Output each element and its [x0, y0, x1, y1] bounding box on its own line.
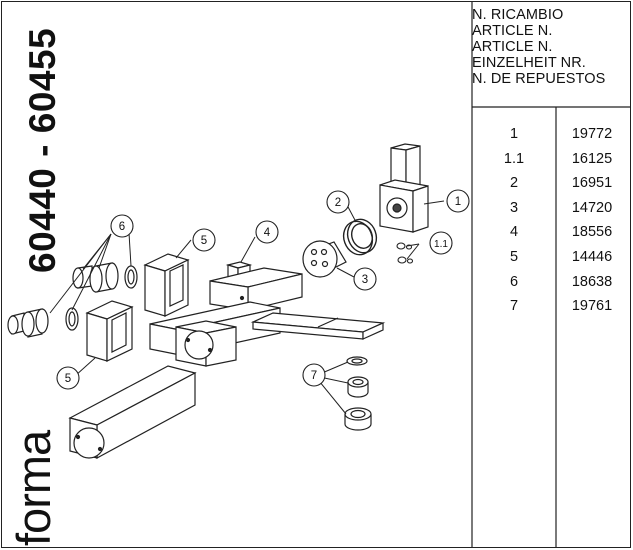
part-number: 6 — [509, 273, 519, 290]
header-line: N. RICAMBIO — [472, 7, 564, 23]
callout-label-7: 7 — [311, 370, 317, 382]
part-1-1-screws — [396, 242, 414, 264]
part-code: 16125 — [571, 150, 613, 167]
part-code: 14720 — [571, 199, 613, 216]
parts-table-header: N. RICAMBIO ARTICLE N. ARTICLE N. EINZEL… — [472, 7, 605, 87]
callout-3 — [353, 267, 377, 291]
part-2-ring — [342, 218, 378, 256]
part-6-fittings-lower — [7, 307, 79, 338]
main-body — [149, 267, 303, 367]
parts-row: 6 18638 — [472, 270, 628, 295]
part-7-aerator — [344, 356, 372, 431]
part-3-cartridge — [302, 240, 347, 278]
parts-row: 4 18556 — [472, 220, 628, 245]
part-number: 2 — [509, 175, 519, 192]
callout-label-6: 6 — [119, 221, 125, 233]
callout-1-1 — [429, 231, 453, 255]
part-number: 4 — [509, 224, 519, 241]
header-line: N. DE REPUESTOS — [472, 71, 606, 87]
model-codes-title: 60440 - 60455 — [22, 27, 63, 273]
callout-label-3: 3 — [362, 274, 368, 286]
part-code: 14446 — [571, 248, 613, 265]
header-line: ARTICLE N. — [472, 39, 553, 55]
parts-row: 1.1 16125 — [472, 147, 628, 172]
part-number: 1 — [509, 126, 519, 142]
lower-body — [68, 365, 197, 460]
callout-label-4: 4 — [264, 227, 271, 239]
callout-5-lower — [56, 366, 80, 390]
spout — [250, 312, 386, 340]
callout-label-1-1: 1.1 — [434, 239, 448, 250]
parts-row: 1 19772 — [472, 122, 628, 147]
parts-row: 5 14446 — [472, 245, 628, 270]
callout-7 — [302, 363, 326, 387]
part-1-handle — [379, 143, 429, 233]
brand-logo-text: forma — [7, 430, 60, 546]
part-number: 1.1 — [503, 150, 525, 167]
parts-row: 7 19761 — [472, 294, 628, 319]
part-code: 18556 — [571, 224, 613, 241]
callout-4 — [255, 220, 279, 244]
part-code: 19761 — [571, 298, 613, 315]
part-number: 7 — [509, 298, 519, 315]
parts-row: 3 14720 — [472, 196, 628, 221]
part-code: 19772 — [571, 126, 613, 142]
callout-5-upper — [192, 228, 216, 252]
parts-row: 2 16951 — [472, 171, 628, 196]
callout-label-5-upper: 5 — [201, 235, 207, 247]
callout-label-2: 2 — [335, 197, 341, 209]
callout-1 — [446, 189, 470, 213]
parts-table: 1 19772 1.1 16125 2 16951 3 14720 4 1855… — [472, 122, 628, 319]
part-code: 18638 — [571, 273, 613, 290]
part-5-cover-upper — [143, 253, 190, 317]
callout-2 — [326, 190, 350, 214]
callout-label-5-lower: 5 — [65, 373, 71, 385]
part-number: 3 — [509, 199, 519, 216]
header-line: ARTICLE N. — [472, 23, 553, 39]
header-line: EINZELHEIT NR. — [472, 55, 586, 71]
callout-6 — [110, 214, 134, 238]
part-5-cover-lower — [85, 300, 134, 362]
part-6-fittings-upper — [72, 262, 138, 293]
part-number: 5 — [509, 248, 519, 265]
callout-label-1: 1 — [455, 196, 461, 208]
part-code: 16951 — [571, 175, 613, 192]
